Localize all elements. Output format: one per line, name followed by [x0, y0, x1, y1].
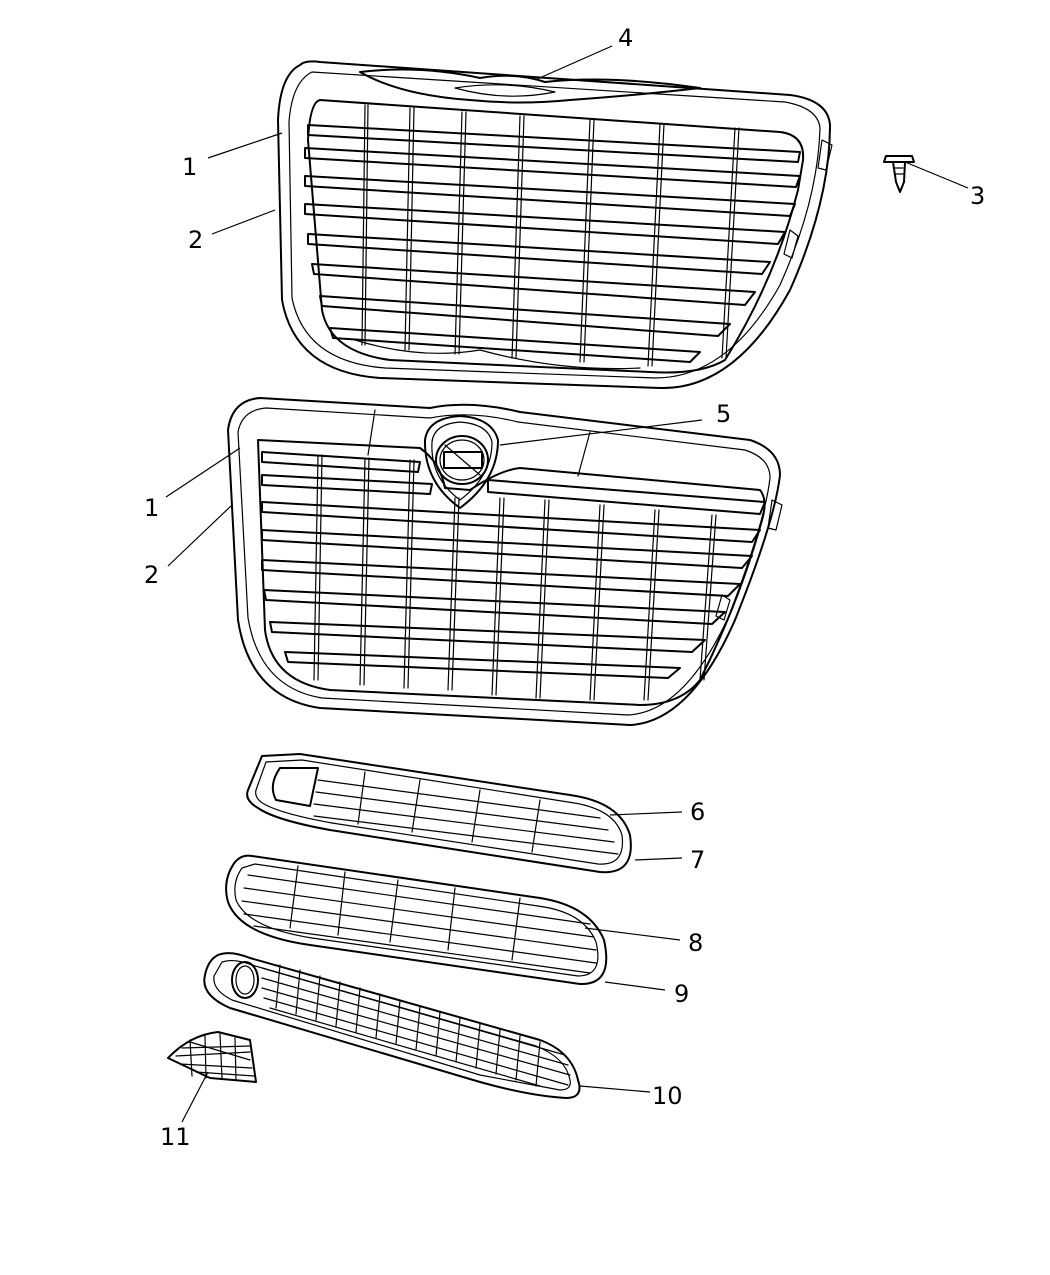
callout-8: 8	[688, 929, 703, 957]
callout-1-upper: 1	[182, 153, 197, 181]
callout-11: 11	[160, 1123, 191, 1151]
mesh-pattern	[261, 964, 571, 1087]
emblem-badge	[423, 415, 499, 509]
lower-grille	[227, 397, 783, 726]
callout-2-upper: 2	[188, 226, 203, 254]
small-mesh-insert	[167, 1031, 257, 1083]
callout-2-lower: 2	[144, 561, 159, 589]
middle-insert-slats	[241, 865, 597, 974]
upper-grille-louvers	[304, 124, 801, 363]
callout-3: 3	[970, 182, 985, 210]
upper-insert-slats	[313, 771, 619, 855]
callout-10: 10	[652, 1082, 683, 1110]
callout-4: 4	[618, 24, 633, 52]
upper-grille-ribs	[361, 104, 740, 367]
callout-5: 5	[716, 400, 731, 428]
leader-lines	[165, 45, 969, 1123]
upper-grille	[277, 60, 833, 390]
lower-mesh-grille	[203, 952, 581, 1099]
grille-insert-middle	[225, 854, 608, 986]
callout-labels: 1 2 3 4 1 2 5 6 7 8 9 10 11	[144, 24, 985, 1151]
callout-1-lower: 1	[144, 494, 159, 522]
callout-6: 6	[690, 798, 705, 826]
callout-9: 9	[674, 980, 689, 1008]
lower-grille-louvers	[261, 451, 766, 679]
push-pin-clip	[883, 155, 915, 193]
lower-grille-ribs	[313, 454, 717, 701]
callout-7: 7	[690, 846, 705, 874]
grille-insert-upper	[246, 753, 632, 874]
